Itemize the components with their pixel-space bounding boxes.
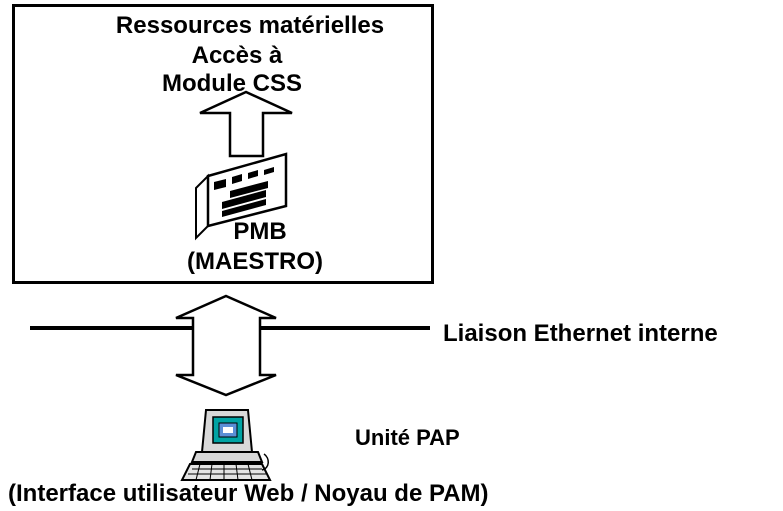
hardware-resources-box xyxy=(12,4,434,284)
board-label-line-2: (MAESTRO) xyxy=(187,248,323,275)
terminal-caption: (Interface utilisateur Web / Noyau de PA… xyxy=(8,480,489,507)
circuit-board-icon xyxy=(195,152,288,241)
terminal-label: Unité PAP xyxy=(355,425,460,450)
box-title-line-1: Ressources matérielles xyxy=(115,12,385,39)
bidirectional-arrow-icon xyxy=(175,294,277,397)
up-arrow-icon xyxy=(199,90,293,158)
ethernet-label: Liaison Ethernet interne xyxy=(443,320,718,347)
box-title-line-3: Module CSS xyxy=(161,70,303,97)
box-title-line-2: Accès à xyxy=(191,42,283,69)
board-label-line-1: PMB xyxy=(233,218,287,245)
computer-terminal-icon xyxy=(180,409,272,481)
